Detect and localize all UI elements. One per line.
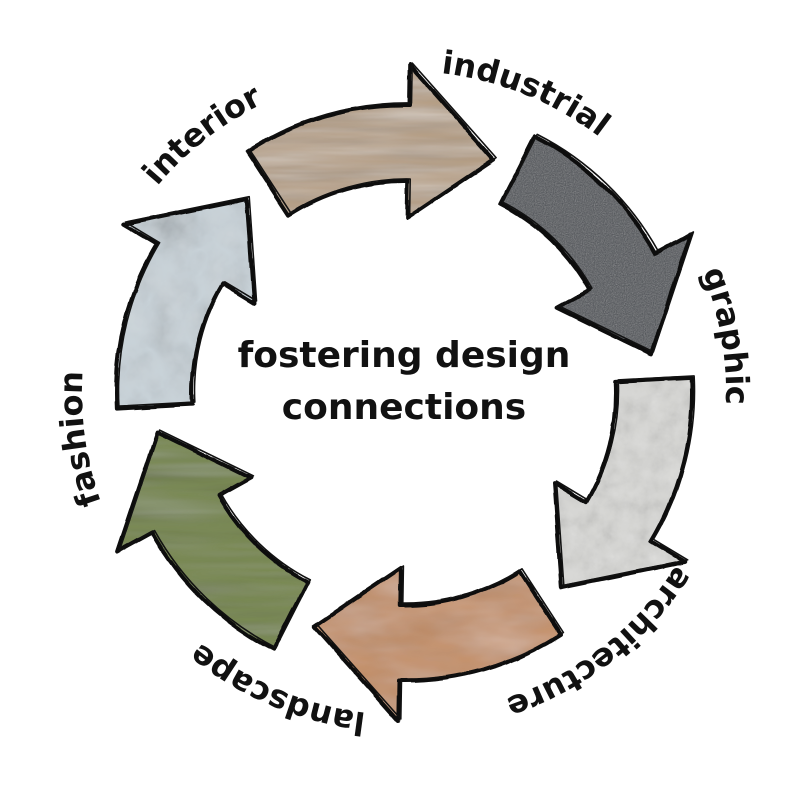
- arrow-interior: [245, 62, 497, 220]
- arrow-fill-industrial: [500, 136, 691, 354]
- arrows-layer: [114, 62, 696, 723]
- arrow-outline-landscape: [115, 430, 310, 652]
- arrow-architecture: [312, 565, 565, 723]
- arrow-sketch-line-graphic: [555, 375, 696, 587]
- arrow-landscape: [115, 429, 312, 652]
- arrow-sketch-line-industrial: [501, 133, 695, 353]
- arrow-outline-industrial: [498, 134, 693, 356]
- arrow-outline-fashion: [114, 196, 256, 411]
- arrow-sketch-line-interior: [248, 62, 497, 217]
- arrow-sketch-line-landscape: [118, 429, 312, 649]
- arrow-industrial: [498, 133, 695, 356]
- arrow-fill-fashion: [116, 198, 254, 409]
- arrow-fashion: [114, 195, 258, 411]
- center-title: fostering design connections: [190, 330, 618, 434]
- arrow-fill-architecture: [314, 568, 561, 721]
- segment-label-fashion: fashion: [52, 370, 109, 511]
- arrow-fill-interior: [247, 65, 494, 218]
- center-title-line-1: fostering design: [237, 335, 571, 376]
- center-title-line-2: connections: [281, 387, 527, 428]
- arrow-graphic: [552, 375, 696, 590]
- arrow-fill-landscape: [117, 432, 308, 650]
- segment-label-interior: interior: [135, 77, 267, 192]
- arrow-fill-graphic: [554, 377, 692, 588]
- arrow-outline-graphic: [552, 375, 694, 590]
- segment-label-graphic: graphic: [695, 262, 756, 405]
- arrow-sketch-line-architecture: [316, 565, 565, 720]
- arrow-outline-interior: [245, 63, 496, 220]
- arrow-sketch-line-fashion: [117, 195, 258, 407]
